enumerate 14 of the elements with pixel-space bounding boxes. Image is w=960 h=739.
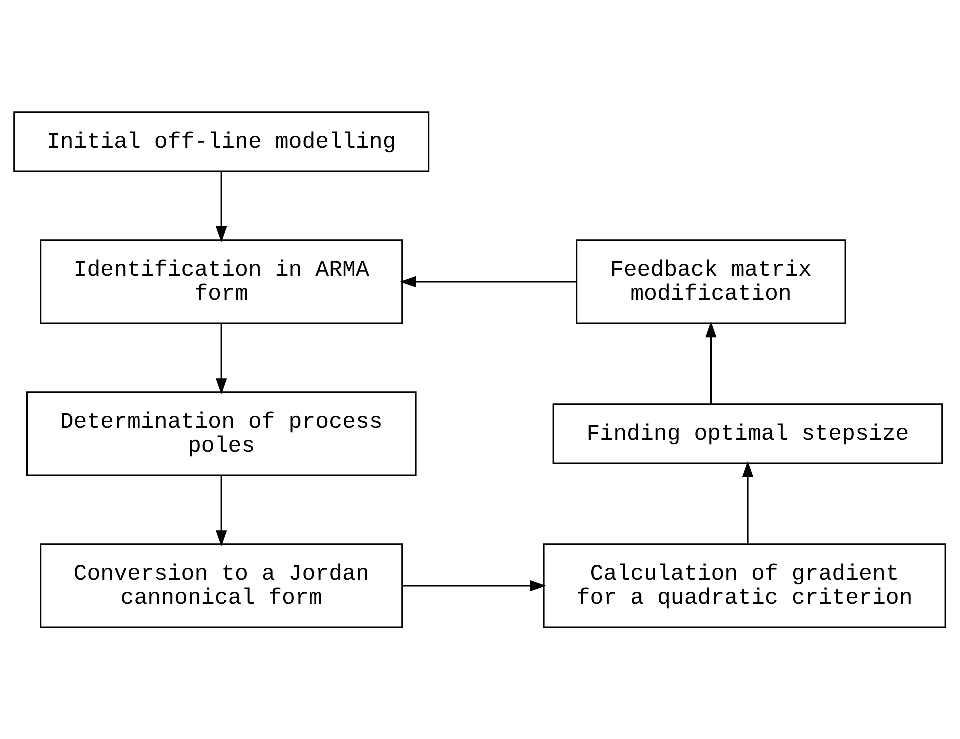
arrow (400, 276, 577, 288)
arrow (706, 321, 717, 404)
arrow (216, 171, 228, 242)
node-box: Identification in ARMA form (40, 239, 404, 324)
node-box: Determination of process poles (26, 391, 417, 476)
arrow (216, 475, 228, 546)
node-box: Feedback matrix modification (576, 239, 846, 324)
node-box: Conversion to a Jordan cannonical form (40, 543, 404, 628)
arrow (216, 323, 228, 394)
arrow (403, 580, 546, 592)
node-box: Calculation of gradient for a quadratic criterion (543, 543, 946, 628)
node-box: Finding optimal stepsize (552, 403, 944, 464)
arrow (742, 460, 754, 544)
node-box: Initial off-line modelling (14, 111, 430, 172)
